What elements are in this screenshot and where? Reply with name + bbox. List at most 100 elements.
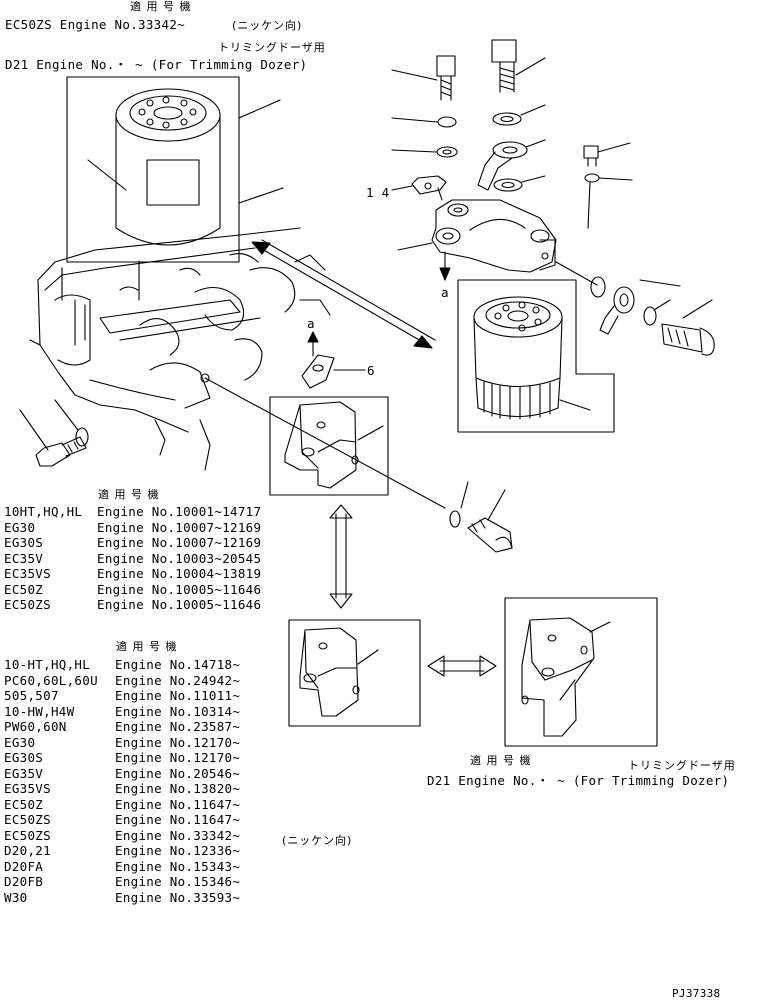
model-cell: EG35V <box>4 765 44 781</box>
engine-cell: Engine No.10007~12169 <box>97 519 262 535</box>
table-row: EC50ZS Engine No.33342~ <box>4 828 240 844</box>
right-trimming-jp: トリミングドーザ用 <box>628 759 736 772</box>
model-cell: EG30S <box>4 750 44 765</box>
engine-cell: Engine No.24942~ <box>115 672 241 688</box>
model-cell: D20,21 <box>4 843 51 858</box>
table-row: 10-HT,HQ,HL Engine No.14718~ <box>4 657 240 673</box>
model-cell: EC50ZS <box>4 827 51 843</box>
model-cell: EC50Z <box>4 796 44 812</box>
bolt-stack <box>391 39 633 229</box>
engine-cell: Engine No.15346~ <box>115 874 241 889</box>
table2-title-jp: 適 用 号 機 <box>116 640 178 653</box>
engine-cell: Engine No.33342~ <box>115 827 241 843</box>
table-row: EC35VS Engine No.10004~13819 <box>4 566 261 582</box>
engine-block <box>29 227 331 471</box>
engine-cell: Engine No.10004~13819 <box>97 566 262 581</box>
table-row: D20FA Engine No.15343~ <box>4 859 240 875</box>
model-cell: EC35VS <box>4 566 51 581</box>
engine-cell: Engine No.10003~20545 <box>97 550 262 566</box>
table-row: EG30 Engine No.12170~ <box>4 735 240 751</box>
callout-6: 6 <box>367 363 375 378</box>
table-row: D20FB Engine No.15346~ <box>4 874 240 890</box>
table-row: 10HT,HQ,HL Engine No.10001~14717 <box>4 504 261 520</box>
right-title-jp: 適 用 号 機 <box>470 754 532 767</box>
table-row: 505,507 Engine No.11011~ <box>4 688 240 704</box>
mount-bracket <box>204 331 446 509</box>
bracket-bolt <box>449 481 513 553</box>
model-cell: EG30 <box>4 734 36 750</box>
model-cell: 505,507 <box>4 688 59 703</box>
engine-cell: Engine No.12336~ <box>115 843 241 858</box>
model-cell: EC50ZS <box>4 597 51 612</box>
bracket-variant-a <box>288 619 421 727</box>
model-cell: PC60,60L,60U <box>4 672 98 688</box>
model-cell: EG35VS <box>4 781 51 796</box>
engine-cell: Engine No.23587~ <box>115 719 241 734</box>
table-row: W30 Engine No.33593~ <box>4 890 240 906</box>
table-row: 10-HW,H4W Engine No.10314~ <box>4 704 240 720</box>
model-cell: W30 <box>4 889 28 905</box>
engine-cell: Engine No.20546~ <box>115 765 241 781</box>
table-row: EG30S Engine No.12170~ <box>4 750 240 766</box>
callout-14: 1 4 <box>366 185 390 200</box>
table-row: EC50Z Engine No.11647~ <box>4 797 240 813</box>
model-cell: D20FA <box>4 858 44 874</box>
right-engine-line: D21 Engine No.・ ~ (For Trimming Dozer) <box>427 773 730 788</box>
model-cell: D20FB <box>4 874 44 889</box>
top-engine-line2: D21 Engine No.・ ~ (For Trimming Dozer) <box>5 57 308 72</box>
top-trimming-jp: トリミングドーザ用 <box>218 41 326 54</box>
engine-cell: Engine No.10007~12169 <box>97 535 262 550</box>
motion-arrow <box>251 239 436 349</box>
engine-cell: Engine No.15343~ <box>115 858 241 874</box>
bracket-variant-b <box>504 597 658 747</box>
table-row: EC50ZS Engine No.11647~ <box>4 812 240 828</box>
model-cell: EC35V <box>4 550 44 566</box>
top-engine-line1: EC50ZS Engine No.33342~ <box>5 17 185 32</box>
callout-a-left: a <box>307 316 315 331</box>
vertical-arrow <box>329 504 353 609</box>
horizontal-arrow <box>427 655 497 677</box>
engine-cell: Engine No.11647~ <box>115 796 241 812</box>
table-row: EG35VS Engine No.13820~ <box>4 781 240 797</box>
model-cell: 10HT,HQ,HL <box>4 504 83 519</box>
table1-title-jp: 適 用 号 機 <box>98 488 160 501</box>
banjo-assembly <box>590 276 715 356</box>
engine-cell: Engine No.10005~11646 <box>97 597 262 612</box>
model-cell: EC50ZS <box>4 812 51 827</box>
engine-cell: Engine No.13820~ <box>115 781 241 796</box>
engine-cell: Engine No.10314~ <box>115 703 241 719</box>
engine-cell: Engine No.33593~ <box>115 889 241 905</box>
table2-note-jp: (ニッケン向) <box>282 834 353 847</box>
table-row: PW60,60N Engine No.23587~ <box>4 719 240 735</box>
model-cell: EG30S <box>4 535 44 550</box>
drawing-id: PJ37338 <box>672 987 721 1000</box>
table-row: D20,21 Engine No.12336~ <box>4 843 240 859</box>
engine-cell: Engine No.10001~14717 <box>97 504 262 519</box>
table2: 10-HT,HQ,HL Engine No.14718~ PC60,60L,60U E… <box>4 657 240 905</box>
table-row: EC35V Engine No.10003~20545 <box>4 551 261 567</box>
model-cell: EG30 <box>4 519 36 535</box>
engine-cell: Engine No.12170~ <box>115 750 241 765</box>
engine-cell: Engine No.11647~ <box>115 812 241 827</box>
model-cell: PW60,60N <box>4 719 67 734</box>
table-row: EG35V Engine No.20546~ <box>4 766 240 782</box>
filter-head <box>391 175 598 286</box>
engine-cell: Engine No.14718~ <box>115 657 241 672</box>
left-bolt <box>19 399 89 467</box>
engine-cell: Engine No.11011~ <box>115 688 241 703</box>
top-line1-note: (ニッケン向) <box>232 19 303 32</box>
table-row: EG30S Engine No.10007~12169 <box>4 535 261 551</box>
model-cell: 10-HT,HQ,HL <box>4 657 91 672</box>
top-title-jp: 適 用 号 機 <box>130 0 192 13</box>
engine-cell: Engine No.12170~ <box>115 734 241 750</box>
model-cell: 10-HW,H4W <box>4 703 75 719</box>
engine-cell: Engine No.10005~11646 <box>97 581 262 597</box>
callout-a-right: a <box>441 285 449 300</box>
table-row: PC60,60L,60U Engine No.24942~ <box>4 673 240 689</box>
table-row: EG30 Engine No.10007~12169 <box>4 520 261 536</box>
element-detail-box <box>457 279 615 433</box>
table-row: EC50ZS Engine No.10005~11646 <box>4 597 261 613</box>
